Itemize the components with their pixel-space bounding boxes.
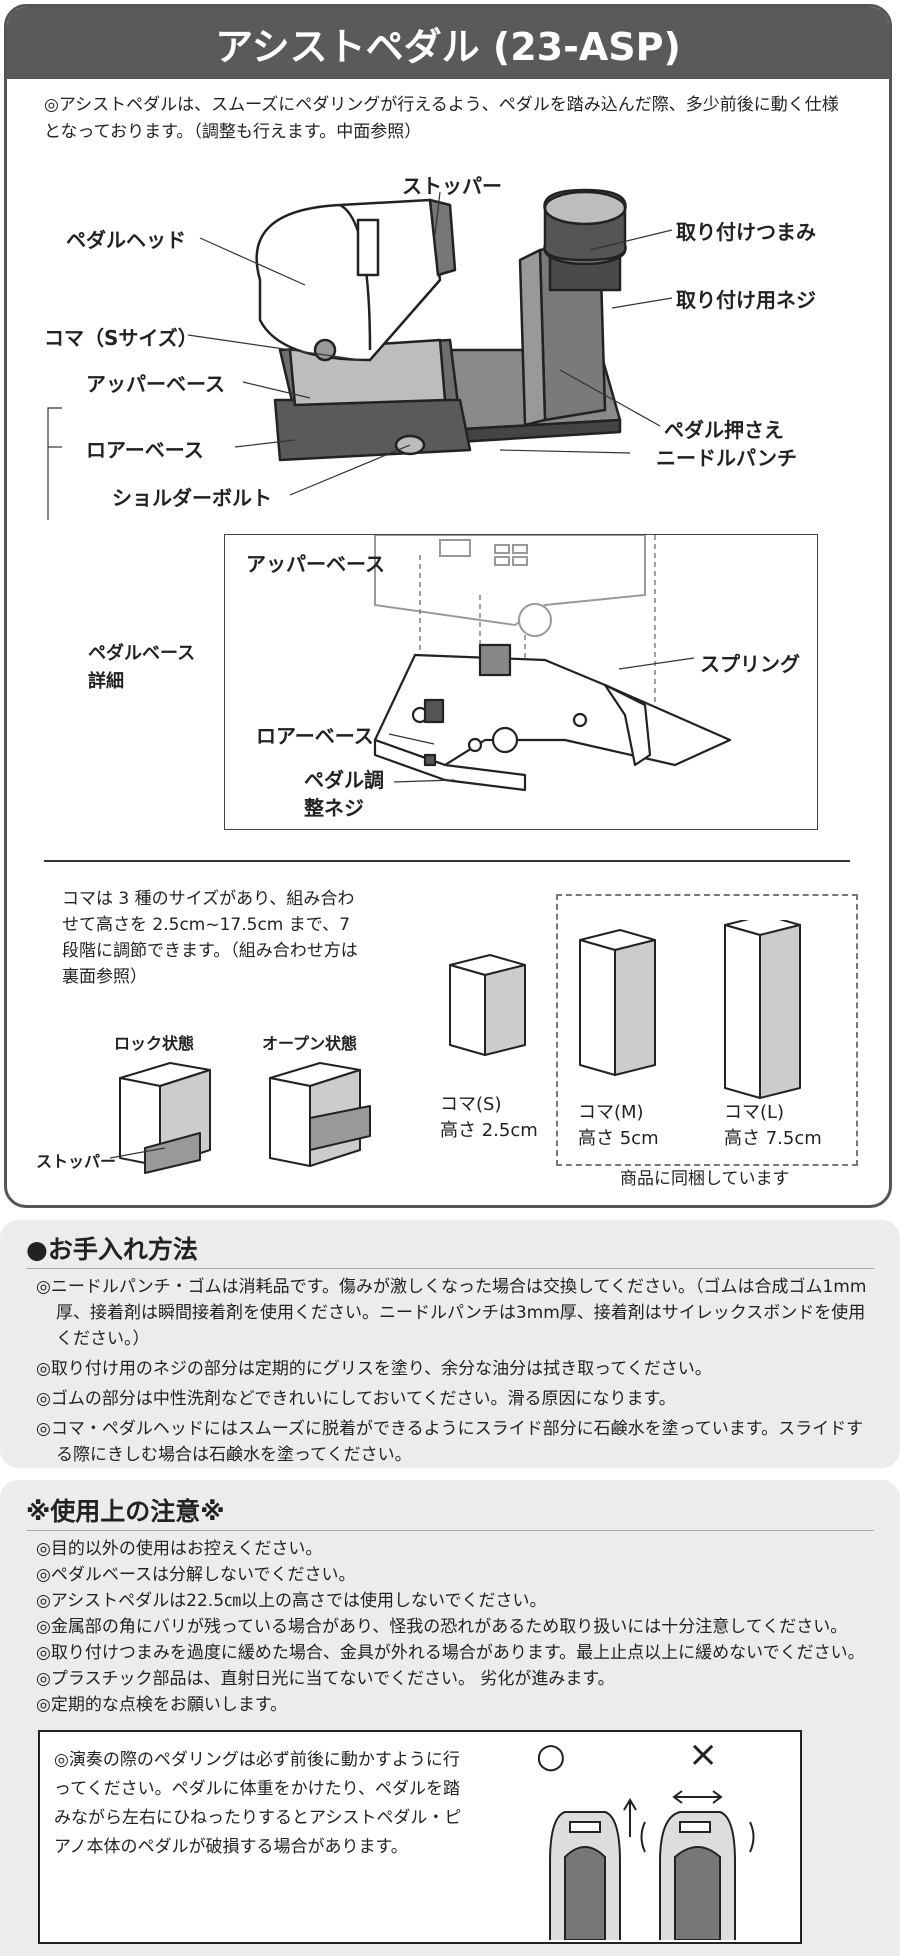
label-stopper-small: ストッパー <box>36 1152 117 1171</box>
label-mount-screw: 取り付け用ネジ <box>676 288 816 312</box>
koma-s-name: コマ(S) <box>440 1094 502 1115</box>
care-title-rule <box>26 1268 874 1269</box>
care-item: ◎ゴムの部分は中性洗剤などできれいにしておいてください。滑る原因になります。 <box>36 1389 676 1409</box>
caution-item: ◎定期的な点検をお願いします。 <box>36 1695 288 1715</box>
caution-item: ◎取り付けつまみを過度に緩めた場合、金具が外れる場合があります。最上止点以上に緩… <box>36 1643 865 1663</box>
caution-title: ※使用上の注意※ <box>26 1497 225 1526</box>
pedal-assembly-illustration <box>255 188 627 462</box>
ng-symbol: × <box>688 1734 719 1775</box>
label-lower-base: ロアーベース <box>86 438 204 462</box>
included-koma-box <box>556 894 858 1166</box>
caution-item: ◎アシストペダルは22.5㎝以上の高さでは使用しないでください。 <box>36 1591 547 1611</box>
care-section: ●お手入れ方法 ◎ニードルパンチ・ゴムは消耗品です。傷みが激しくなった場合は交換… <box>0 1220 900 1468</box>
assembly-leader-lines <box>47 191 673 520</box>
label-lock-state: ロック状態 <box>114 1034 195 1053</box>
pedal-base-exploded-view <box>373 535 732 792</box>
caution-item: ◎目的以外の使用はお控えください。 <box>36 1539 323 1559</box>
included-note: 商品に同梱しています <box>620 1169 790 1189</box>
label-pedal-head: ペダルヘッド <box>66 228 186 252</box>
detail-label-upper-base: アッパーベース <box>246 552 385 576</box>
detail-label-adjust-screw: ペダル調整ネジ <box>304 768 384 820</box>
caution-item: ◎金属部の角にバリが残っている場合があり、怪我の恐れがあるため取り扱いには十分注… <box>36 1617 848 1637</box>
ok-symbol: ○ <box>536 1736 566 1776</box>
pedaling-ok-ng-illustration <box>549 1790 755 1940</box>
care-title: ●お手入れ方法 <box>26 1235 198 1264</box>
care-item: ◎コマ・ペダルヘッドにはスムーズに脱着ができるようにスライド部分に石鹸水を塗って… <box>36 1419 864 1465</box>
label-upper-base: アッパーベース <box>86 372 225 396</box>
care-item: ◎ニードルパンチ・ゴムは消耗品です。傷みが激しくなった場合は交換してください。（… <box>36 1277 867 1349</box>
koma-l-name: コマ(L) <box>724 1102 785 1123</box>
koma-m-height: 高さ 5cm <box>578 1128 659 1149</box>
koma-s-height: 高さ 2.5cm <box>440 1120 538 1141</box>
koma-l-height: 高さ 7.5cm <box>724 1128 822 1149</box>
intro-text: ◎アシストペダルは、スムーズにペダリングが行えるよう、ペダルを踏み込んだ際、多少… <box>44 95 839 142</box>
caution-item: ◎ペダルベースは分解しないでください。 <box>36 1565 356 1585</box>
label-pedal-holder: ペダル押さえ <box>664 418 784 442</box>
pedaling-warning-text: ◎演奏の際のペダリングは必ず前後に動かすように行ってください。ペダルに体重をかけ… <box>54 1750 462 1857</box>
caution-title-rule <box>26 1530 874 1531</box>
detail-label-spring: スプリング <box>700 652 800 676</box>
label-shoulder-bolt: ショルダーボルト <box>112 486 272 510</box>
pedaling-warning-box: ◎演奏の際のペダリングは必ず前後に動かすように行ってください。ペダルに体重をかけ… <box>38 1730 802 1944</box>
care-list: ◎ニードルパンチ・ゴムは消耗品です。傷みが激しくなった場合は交換してください。（… <box>30 1274 880 1472</box>
caution-list: ◎目的以外の使用はお控えください。 ◎ペダルベースは分解しないでください。 ◎ア… <box>30 1536 880 1718</box>
koma-lock-open-illustration <box>119 1062 371 1174</box>
detail-leader-lines <box>388 657 695 783</box>
label-mount-knob: 取り付けつまみ <box>676 220 816 244</box>
care-item: ◎取り付け用のネジの部分は定期的にグリスを塗り、余分な油分は拭き取ってください。 <box>36 1359 712 1379</box>
label-pedal-base-detail: ペダルベース詳細 <box>88 643 196 692</box>
label-open-state: オープン状態 <box>262 1034 358 1053</box>
section-divider <box>44 860 850 862</box>
pedal-base-detail-box <box>224 534 818 830</box>
koma-description: コマは 3 種のサイズがあり、組み合わせて高さを 2.5cm~17.5cm まで… <box>62 889 358 987</box>
label-needle-punch: ニードルパンチ <box>656 446 797 470</box>
label-koma-s: コマ（Sサイズ） <box>44 326 198 350</box>
label-stopper: ストッパー <box>402 174 502 198</box>
koma-size-illustrations <box>449 920 801 1099</box>
detail-label-lower-base: ロアーベース <box>256 724 374 748</box>
stopper-leader <box>110 1147 166 1159</box>
caution-item: ◎プラスチック部品は、直射日光に当てないでください。 劣化が進みます。 <box>36 1669 615 1689</box>
koma-m-name: コマ(M) <box>578 1102 644 1123</box>
page-title: アシストペダル (23-ASP) <box>7 7 889 79</box>
